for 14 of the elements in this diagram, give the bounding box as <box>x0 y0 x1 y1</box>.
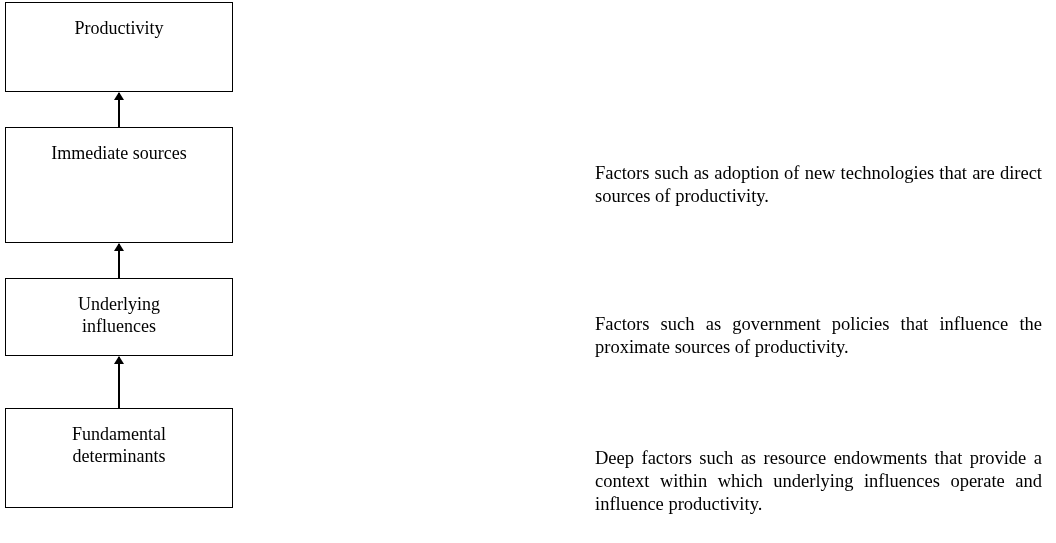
box-label: Fundamental determinants <box>71 423 167 467</box>
description-text: Factors such as government policies that influence the proximate sources of productivity. <box>595 313 1042 359</box>
process-box <box>5 2 233 92</box>
box-label: Productivity <box>74 17 164 39</box>
box-label: Immediate sources <box>51 142 187 164</box>
arrow <box>114 92 124 128</box>
box-label: Underlying influences <box>77 293 161 337</box>
description-text: Factors such as adoption of new technologies that are direct sources of productivity. <box>595 162 1042 208</box>
process-box <box>5 408 233 508</box>
process-box <box>5 127 233 243</box>
arrow <box>114 243 124 279</box>
arrow <box>114 356 124 409</box>
process-box <box>5 278 233 356</box>
description-text: Deep factors such as resource endowments that provide a context within which underlying influences operate and influence productivity. <box>595 447 1042 516</box>
